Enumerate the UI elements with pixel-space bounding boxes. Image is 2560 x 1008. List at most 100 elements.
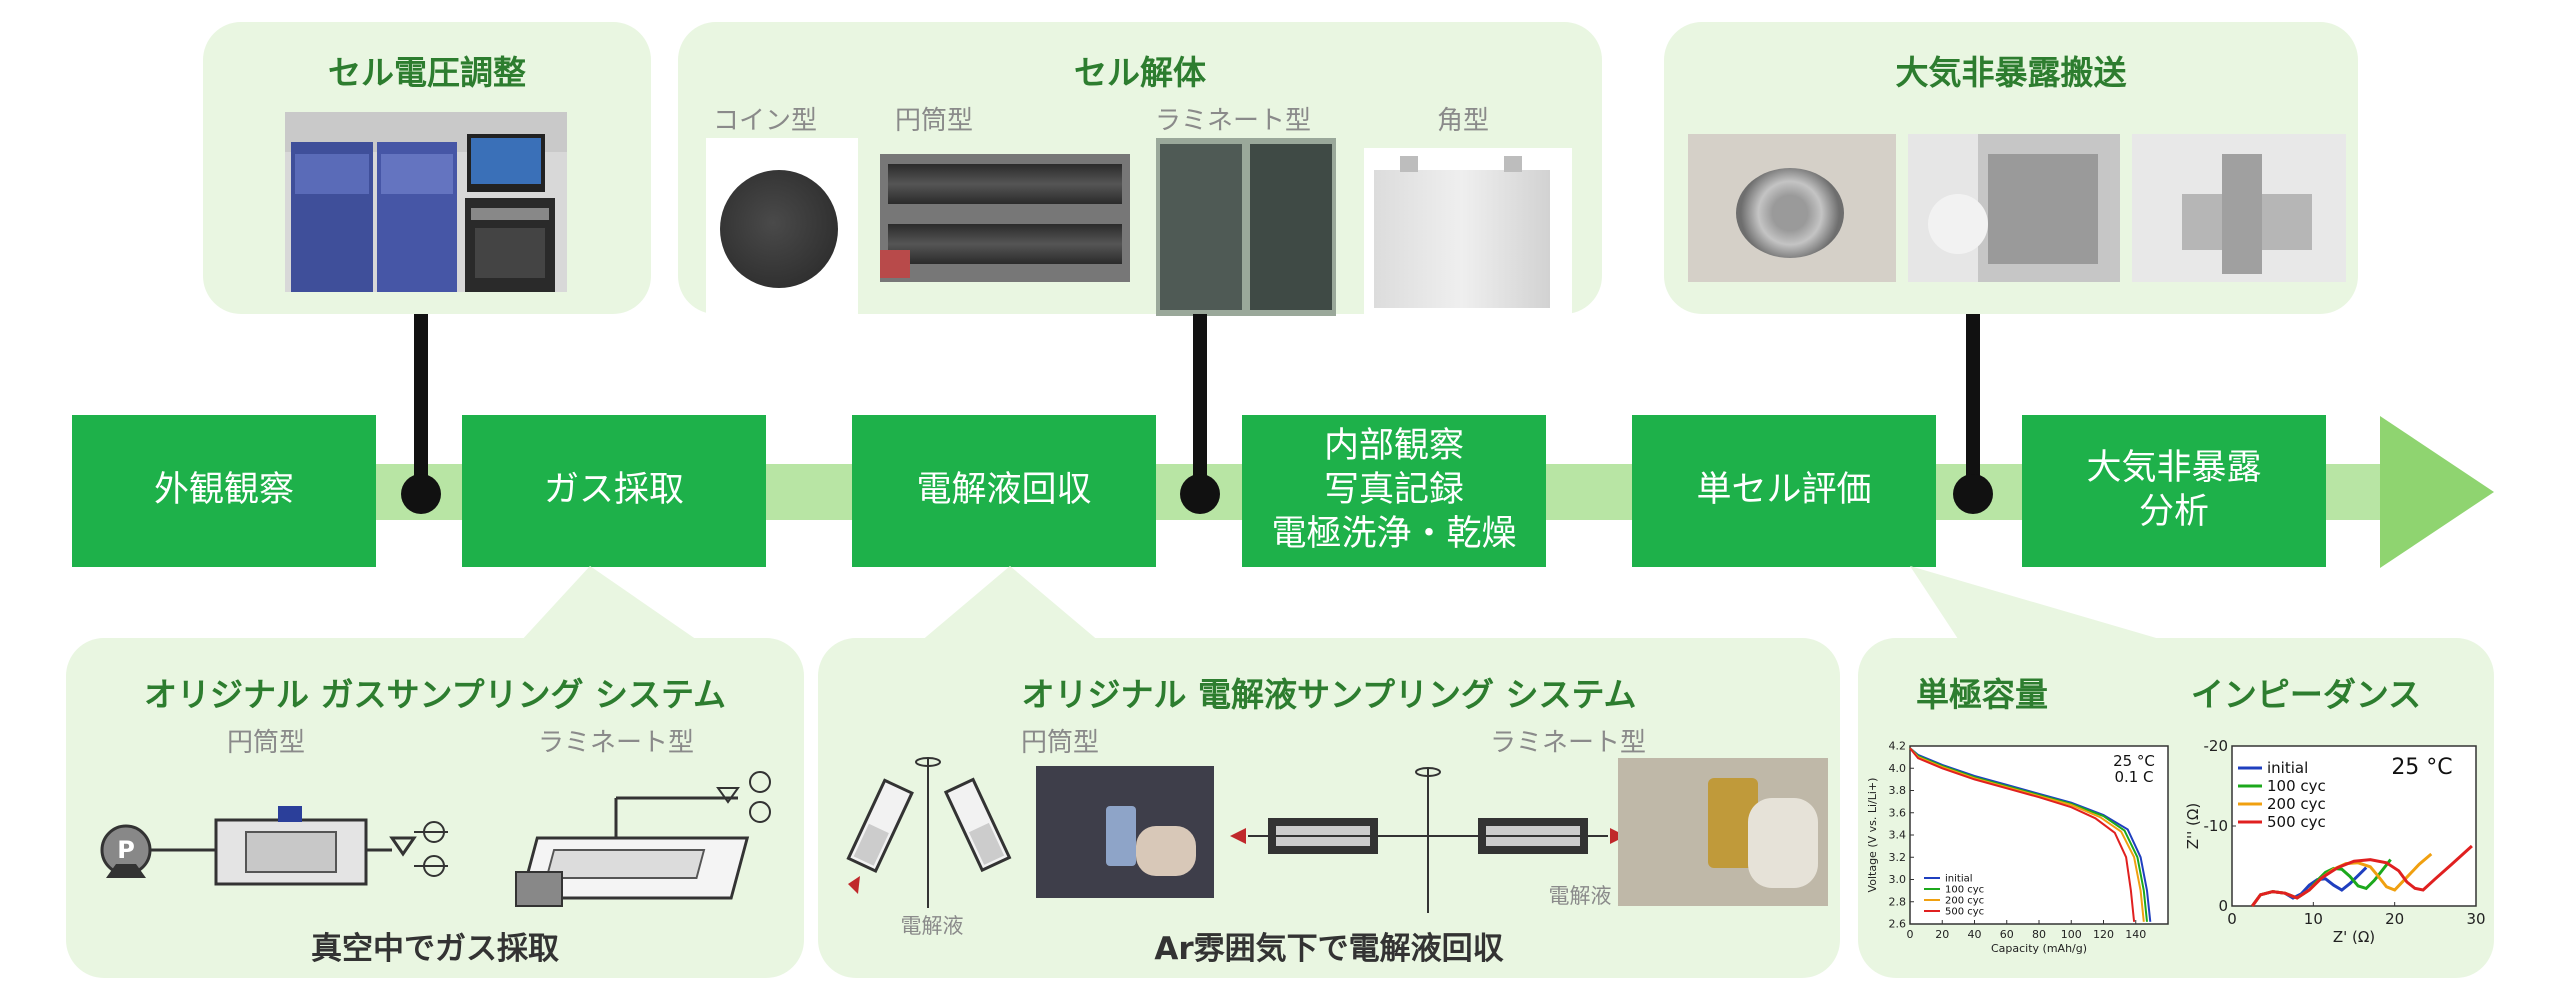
pump-label: P (117, 836, 135, 864)
impedance-title: インピーダンス (2190, 675, 2422, 714)
type-laminate: ラミネート型 (537, 728, 694, 758)
x-tick-label: 20 (2385, 910, 2404, 928)
y-axis-label: Z'' (Ω) (2184, 803, 2202, 849)
electrolyte-label-laminate: 電解液 (1548, 884, 1612, 908)
step-gas-sampling: ガス採取 (462, 415, 766, 567)
legend-label: initial (1945, 873, 1973, 884)
panel-title: 大気非暴露搬送 (1895, 53, 2127, 92)
step-electrolyte-recovery: 電解液回収 (852, 415, 1156, 567)
x-axis-label: Capacity (mAh/g) (1991, 942, 2087, 955)
electrolyte-caption: Ar雰囲気下で電解液回収 (1154, 931, 1504, 967)
series-line-3 (2251, 844, 2473, 907)
type-laminate: ラミネート型 (1154, 106, 1311, 136)
y-tick-label: 0 (2218, 897, 2228, 915)
y-tick-label: 4.2 (1889, 740, 1907, 753)
x-axis-label: Z' (Ω) (2333, 928, 2375, 946)
connector-voltage (414, 314, 428, 494)
annotation-text: 25 °C (2113, 752, 2155, 770)
x-tick-label: 30 (2466, 910, 2485, 928)
x-tick-label: 40 (1968, 928, 1982, 941)
callout-pointer-gas (520, 566, 700, 642)
process-arrow-head (2380, 416, 2494, 568)
x-tick-label: 0 (1907, 928, 1914, 941)
legend-label: initial (2267, 759, 2308, 777)
panel-title: セル解体 (1074, 53, 1206, 92)
y-tick-label: 4.0 (1889, 762, 1907, 775)
plot-area (1909, 745, 2169, 925)
y-tick-label: 2.8 (1889, 895, 1907, 908)
gas-caption: 真空中でガス採取 (311, 931, 559, 967)
gas-sampling-schematic (100, 771, 771, 907)
connector-disassembly (1193, 314, 1207, 494)
y-tick-label: 3.6 (1889, 806, 1907, 819)
step-internal-observation: 内部観察 写真記録 電極洗浄・乾燥 (1242, 415, 1546, 567)
callout-pointer-electrolyte (920, 566, 1100, 642)
x-tick-label: 100 (2061, 928, 2082, 941)
y-tick-label: 3.0 (1889, 873, 1907, 886)
legend-label: 500 cyc (2267, 813, 2326, 831)
x-tick-label: 140 (2125, 928, 2146, 941)
series-line-2 (1909, 747, 2145, 922)
legend-label: 200 cyc (2267, 795, 2326, 813)
series-line-1 (1909, 747, 2148, 922)
x-tick-label: 20 (1935, 928, 1949, 941)
panel-gas-sampling: オリジナル ガスサンプリング システム 円筒型 ラミネート型 P 真空中でガス採… (66, 638, 804, 978)
cylinder-vial-photo (1036, 766, 1214, 898)
panel-transport: 大気非暴露搬送 (1664, 22, 2358, 314)
callout-pointer-evaluation (1910, 566, 2170, 642)
y-tick-label: -10 (2204, 817, 2229, 835)
connector-dot (1953, 474, 1993, 514)
capacity-chart: 0 20 40 60 80 100 120 140 2.6 2.8 3.0 3.2 3.4 3.6 3.8 4… (1866, 740, 2169, 955)
capacity-title: 単極容量 (1916, 675, 2048, 714)
x-tick-label: 10 (2304, 910, 2323, 928)
type-cylinder: 円筒型 (1020, 728, 1099, 758)
charger-photo (285, 112, 567, 292)
x-tick-label: 80 (2032, 928, 2046, 941)
type-cylinder: 円筒型 (226, 728, 305, 758)
legend-label: 100 cyc (2267, 777, 2326, 795)
type-cylinder: 円筒型 (894, 106, 973, 136)
laminate-vial-photo (1618, 758, 1828, 906)
legend-label: 200 cyc (1945, 895, 1984, 906)
panel-electrolyte-sampling: オリジナル 電解液サンプリング システム 円筒型 ラミネート型 電解液 電解液 … (818, 638, 1840, 978)
x-tick-label: 0 (2227, 910, 2237, 928)
connector-dot (401, 474, 441, 514)
process-arrow-shaft (72, 464, 2392, 520)
legend-label: 500 cyc (1945, 906, 1984, 917)
type-prismatic: 角型 (1436, 106, 1489, 136)
type-laminate: ラミネート型 (1489, 728, 1646, 758)
annotation-text: 25 °C (2391, 755, 2452, 780)
annotation-text: 0.1 C (2114, 768, 2153, 786)
cylinder-centrifuge-schematic (846, 757, 1012, 908)
step-air-free-analysis: 大気非暴露 分析 (2022, 415, 2326, 567)
step-single-cell-evaluation: 単セル評価 (1632, 415, 1936, 567)
connector-transport (1966, 314, 1980, 494)
coin-cell-photo (706, 138, 858, 316)
panel-title: オリジナル 電解液サンプリング システム (1021, 675, 1637, 714)
y-axis-label: Voltage (V vs. Li/Li+) (1866, 778, 1879, 893)
y-tick-label: 3.2 (1889, 851, 1907, 864)
x-tick-label: 120 (2093, 928, 2114, 941)
y-tick-label: 2.6 (1889, 918, 1907, 931)
series-line-3 (1909, 747, 2136, 922)
transfer-vessel-photo (1688, 134, 1896, 282)
glovebox-handling-photo (1908, 134, 2120, 282)
x-tick-label: 60 (2000, 928, 2014, 941)
cylinder-cell-photo (880, 154, 1130, 282)
y-tick-label: 3.8 (1889, 784, 1907, 797)
panel-title: セル電圧調整 (328, 53, 526, 92)
connector-dot (1180, 474, 1220, 514)
y-tick-label: -20 (2204, 738, 2229, 755)
panel-title: オリジナル ガスサンプリング システム (144, 675, 726, 714)
electrolyte-label-cylinder: 電解液 (900, 914, 964, 938)
panel-voltage-adjust: セル電圧調整 (203, 22, 651, 314)
series-line-0 (1909, 747, 2152, 922)
laminate-centrifuge-schematic (1230, 767, 1626, 913)
panel-disassembly: セル解体 コイン型 円筒型 ラミネート型 角型 (678, 22, 1602, 316)
legend-label: 100 cyc (1945, 884, 1984, 895)
laminate-cell-photo (1156, 138, 1336, 316)
analysis-chamber-photo (2132, 134, 2346, 282)
y-tick-label: 3.4 (1889, 829, 1907, 842)
